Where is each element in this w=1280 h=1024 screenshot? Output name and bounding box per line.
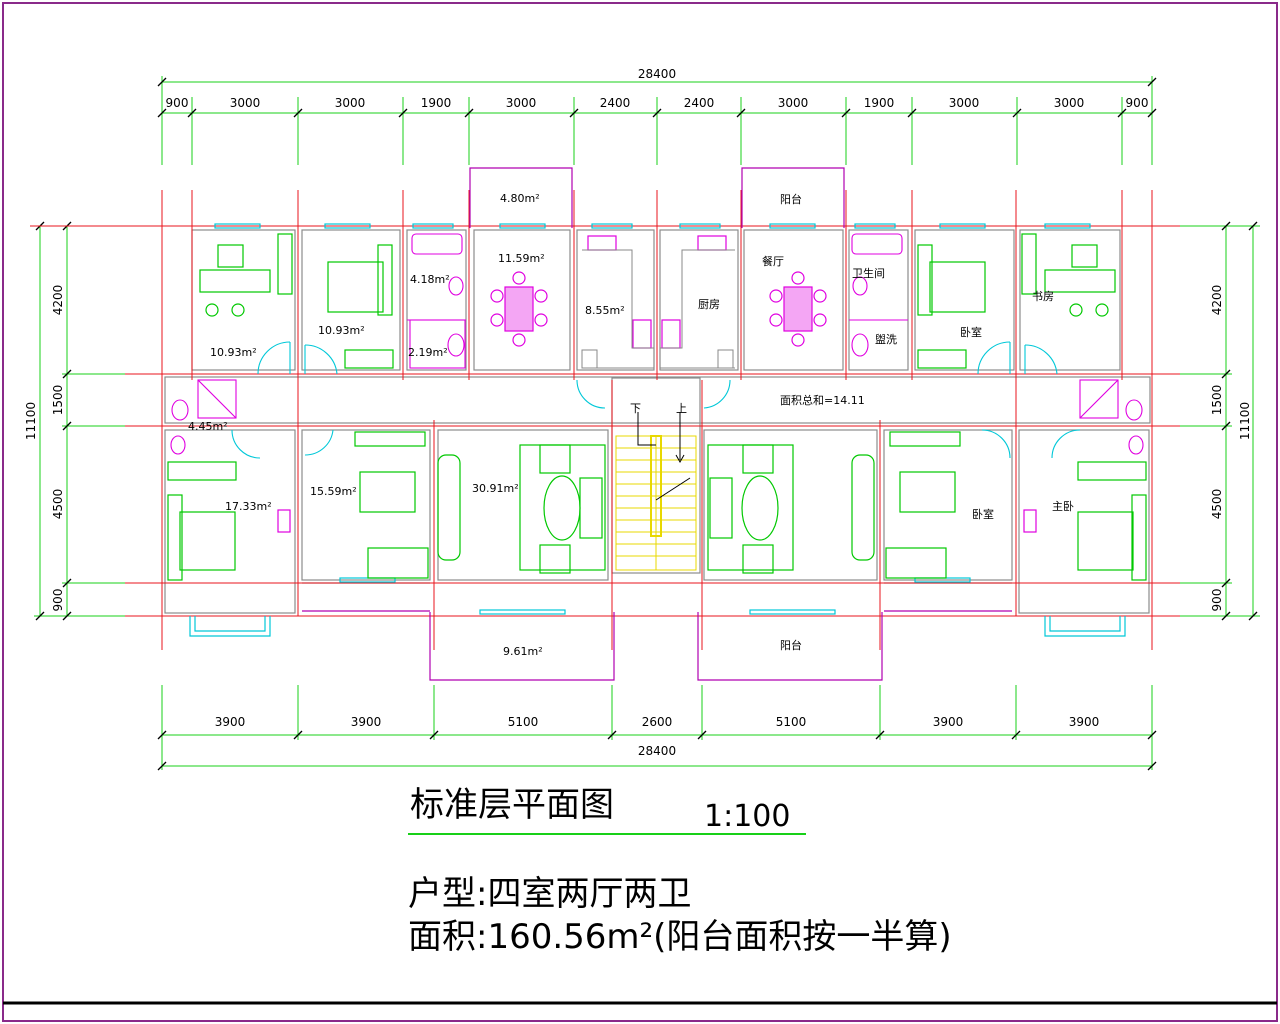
left-total-dimension: 11100 [24, 402, 38, 440]
top-dimension-lines [161, 76, 1153, 165]
bottom-dim-7: 3900 [1069, 715, 1100, 729]
kitchen-right [661, 235, 727, 349]
room-area-5: 11.59m² [498, 252, 545, 265]
kitchen-left-outline [581, 249, 655, 369]
bedroom-top-label: 卧室 [960, 325, 982, 339]
kitchen-right-outline [659, 249, 735, 369]
corridor-bath-left [170, 379, 237, 455]
bedroom-bottom-label: 卧室 [972, 507, 994, 521]
room-area-2: 10.93m² [318, 324, 365, 337]
wash-label: 盥洗 [875, 333, 897, 346]
bottom-dim-6: 3900 [933, 715, 964, 729]
left-dimension-lines [34, 225, 160, 617]
top-dim-5: 3000 [506, 96, 537, 110]
unit-type: 户型:四室两厅两卫 [408, 874, 691, 914]
corridor-bath-right [1079, 379, 1144, 455]
top-total-dimension: 28400 [638, 67, 676, 81]
right-dimension-ticks [1221, 221, 1258, 621]
room-area-10: 15.59m² [310, 485, 357, 498]
right-dim-2: 1500 [1210, 385, 1224, 416]
bottom-total-dimension: 28400 [638, 744, 676, 758]
dining-label: 餐厅 [762, 254, 784, 268]
right-dim-1: 4200 [1210, 285, 1224, 316]
bottom-dimension-ticks [157, 730, 1157, 771]
top-dim-1: 900 [166, 96, 189, 110]
drawing-scale: 1:100 [704, 799, 790, 834]
axis-lines [30, 190, 1180, 650]
bottom-dim-3: 5100 [508, 715, 539, 729]
room-area-8: 4.45m² [188, 420, 228, 433]
top-dimension-ticks [157, 77, 1157, 118]
left-dim-1: 4200 [51, 285, 65, 316]
top-dim-12: 900 [1126, 96, 1149, 110]
right-dimensions: 4200 1500 4500 900 11100 [1210, 285, 1252, 612]
top-segment-dimensions: 900 3000 3000 1900 3000 2400 2400 3000 1… [166, 96, 1149, 110]
bottom-dimension-lines [161, 685, 1153, 770]
door-swings [231, 341, 1081, 459]
bathroom-label: 卫生间 [852, 266, 885, 280]
bottom-dim-4: 2600 [642, 715, 673, 729]
bottom-dim-1: 3900 [215, 715, 246, 729]
left-dimensions: 4200 1500 4500 900 11100 [24, 285, 65, 612]
tv-cabinets [277, 509, 1037, 533]
room-area-11: 30.91m² [472, 482, 519, 495]
stairwell [615, 435, 697, 571]
bathroom-fixtures-left [407, 233, 466, 369]
kitchen-left [587, 235, 652, 349]
balcony-top-label: 阳台 [780, 192, 802, 206]
right-total-dimension: 11100 [1238, 402, 1252, 440]
left-dim-4: 900 [51, 589, 65, 612]
study-label: 书房 [1032, 290, 1054, 303]
unit-area: 面积:160.56m²(阳台面积按一半算) [408, 917, 952, 957]
top-dim-9: 1900 [864, 96, 895, 110]
room-area-4: 2.19m² [408, 346, 448, 359]
right-dim-4: 900 [1210, 589, 1224, 612]
furniture-green [167, 233, 1147, 581]
room-area-7: 4.80m² [500, 192, 540, 205]
balcony-bottom-label: 阳台 [780, 638, 802, 652]
top-dim-10: 3000 [949, 96, 980, 110]
corridor-area-label: 面积总和=14.11 [780, 393, 865, 407]
top-dim-3: 3000 [335, 96, 366, 110]
left-dim-3: 4500 [51, 489, 65, 520]
bottom-dim-2: 3900 [351, 715, 382, 729]
left-dim-2: 1500 [51, 385, 65, 416]
master-label: 主卧 [1052, 500, 1074, 513]
bottom-dim-5: 5100 [776, 715, 807, 729]
top-dim-4: 1900 [421, 96, 452, 110]
room-labels: 10.93m² 10.93m² 4.18m² 2.19m² 11.59m² 8.… [188, 192, 1074, 658]
dining-table-right [769, 271, 827, 347]
stair-up-label: 上 [676, 402, 687, 415]
room-area-12: 9.61m² [503, 645, 543, 658]
room-area-3: 4.18m² [410, 273, 450, 286]
dining-table-left [490, 271, 548, 347]
balconies [302, 167, 1012, 681]
left-dimension-ticks [35, 221, 72, 621]
top-dim-8: 3000 [778, 96, 809, 110]
drawing-title: 标准层平面图 [410, 785, 614, 825]
kitchen-label: 厨房 [698, 298, 720, 311]
room-area-6: 8.55m² [585, 304, 625, 317]
top-dim-2: 3000 [230, 96, 261, 110]
bathroom-fixtures-right [849, 233, 908, 357]
top-dim-7: 2400 [684, 96, 715, 110]
top-dim-6: 2400 [600, 96, 631, 110]
room-area-9: 17.33m² [225, 500, 272, 513]
stair-arrows [637, 412, 691, 501]
stair-down-label: 下 [630, 402, 641, 415]
bottom-segment-dimensions: 3900 3900 5100 2600 5100 3900 3900 [215, 715, 1100, 729]
room-area-1: 10.93m² [210, 346, 257, 359]
top-dim-11: 3000 [1054, 96, 1085, 110]
right-dim-3: 4500 [1210, 489, 1224, 520]
